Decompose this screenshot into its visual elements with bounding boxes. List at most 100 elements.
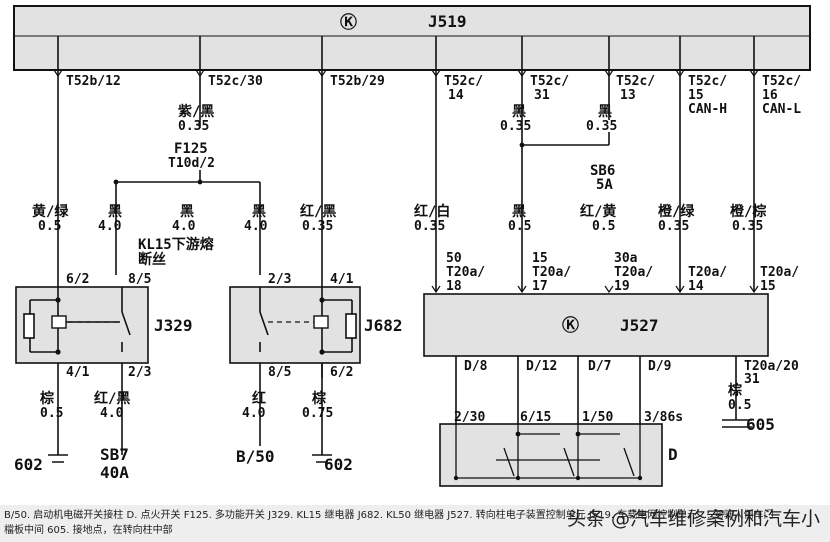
j682-pin-8-5: 8/5	[268, 365, 291, 380]
wire-10-size: 0.35	[732, 219, 763, 234]
bottom-3-color: 红	[252, 390, 266, 407]
j527-pin-a-bot: 18	[446, 279, 462, 294]
j527-pin-b-top: 15	[532, 251, 548, 266]
j527-pin-d-mid: T20a/	[688, 265, 727, 280]
j682-label: J682	[364, 316, 403, 335]
j527-pin-d7: D/7	[588, 359, 611, 374]
can-l-label: CAN-L	[762, 102, 801, 117]
wire-31b-color: 黑	[598, 104, 612, 120]
legend-line-2: 檔板中间 605. 接地点，在转向柱中部	[4, 525, 173, 536]
wire-7-color: 黑	[512, 204, 526, 220]
wire-4-size: 4.0	[244, 219, 268, 234]
bottom-4-color: 棕	[311, 390, 326, 407]
wire-1-color: 黄/绿	[32, 203, 69, 220]
switch-pin-1-50: 1/50	[582, 410, 613, 425]
wire-31b-size: 0.35	[586, 119, 617, 134]
pin-t52c-14-b: 14	[448, 88, 464, 103]
ground-605: 605	[746, 415, 775, 434]
sb6-name: SB6	[590, 163, 615, 179]
j527-pin-b-mid: T20a/	[532, 265, 571, 280]
j519-symbol: Ⓚ	[340, 12, 357, 33]
j682-pin-4-1: 4/1	[330, 272, 354, 287]
ignition-switch-box	[439, 423, 663, 487]
can-h-label: CAN-H	[688, 102, 727, 117]
wire-6-color: 红/白	[414, 203, 450, 220]
kl15-fuse-label-2: 断丝	[138, 251, 166, 268]
kl15-fuse-label-1: KL15下游熔	[138, 236, 215, 253]
j527-pin-c-bot: 19	[614, 279, 630, 294]
j682-pin-6-2: 6/2	[330, 365, 353, 380]
bottom-2-color: 红/黑	[94, 390, 130, 407]
wire-4-color: 黑	[252, 204, 266, 220]
switch-pin-3-86s: 3/86s	[644, 410, 683, 425]
bottom-2-size: 4.0	[100, 406, 124, 421]
f125-pin: T10d/2	[168, 156, 215, 171]
j519-module-box	[13, 5, 811, 71]
wiring-diagram: Ⓚ J519 T52b/12 T52c/30 T52b/29 T52c/ 14 …	[13, 5, 811, 487]
pin-t52c-13-b: 13	[620, 88, 636, 103]
wire-f125-color: 紫/黑	[178, 103, 214, 120]
wire-6-size: 0.35	[414, 219, 445, 234]
j527-pin-e-mid: T20a/	[760, 265, 799, 280]
wire-2-size: 4.0	[98, 219, 122, 234]
ground-602-a: 602	[14, 455, 43, 474]
bottom-1-color: 棕	[39, 390, 54, 407]
j527-pin-d12: D/12	[526, 359, 557, 374]
wire-10-color: 橙/棕	[730, 203, 766, 220]
pin-t52c-16-a: T52c/	[762, 74, 801, 89]
j527-pin-c-mid: T20a/	[614, 265, 653, 280]
pin-t52c-15-a: T52c/	[688, 74, 727, 89]
pin-t52c-31-b: 31	[534, 88, 550, 103]
pin-t52b-29: T52b/29	[330, 74, 385, 89]
wire-31a-color: 黑	[512, 104, 526, 120]
wire-8-size: 0.5	[592, 219, 615, 234]
j527-label: J527	[620, 316, 659, 335]
j527-pin-t20a-20: T20a/20	[744, 359, 799, 374]
bottom-5-color: 棕	[727, 382, 742, 399]
wire-5-color: 红/黑	[300, 203, 336, 220]
wire-1-size: 0.5	[38, 219, 61, 234]
wire-31a-size: 0.35	[500, 119, 531, 134]
wire-2-color: 黑	[108, 204, 122, 220]
j527-pin-c-top: 30a	[614, 251, 638, 266]
wire-3-size: 4.0	[172, 219, 196, 234]
j527-symbol: Ⓚ	[562, 315, 579, 336]
watermark: 头条 @汽车维修案例和汽车小	[566, 508, 820, 530]
j527-pin-t20a-31: 31	[744, 372, 760, 387]
legend-caption: B/50. 启动机电磁开关接柱 D. 点火开关 F125. 多功能开关 J329…	[0, 505, 830, 542]
wire-7-size: 0.5	[508, 219, 531, 234]
switch-pin-6-15: 6/15	[520, 410, 551, 425]
j519-label: J519	[428, 12, 467, 31]
j329-label: J329	[154, 316, 193, 335]
pin-t52b-12: T52b/12	[66, 74, 121, 89]
j527-pin-a-top: 50	[446, 251, 462, 266]
j527-pin-e-bot: 15	[760, 279, 776, 294]
j329-pin-6-2: 6/2	[66, 272, 89, 287]
bottom-3-size: 4.0	[242, 406, 266, 421]
ground-602-b: 602	[324, 455, 353, 474]
bottom-5-size: 0.5	[728, 398, 751, 413]
bottom-1-size: 0.5	[40, 406, 63, 421]
pin-t52c-13-a: T52c/	[616, 74, 655, 89]
wire-f125-size: 0.35	[178, 119, 209, 134]
pin-t52c-15-b: 15	[688, 88, 704, 103]
sb6-rating: 5A	[596, 177, 613, 193]
j329-pin-2-3: 2/3	[128, 365, 151, 380]
b50-terminal: B/50	[236, 447, 275, 466]
pin-t52c-14-a: T52c/	[444, 74, 483, 89]
sb7-name: SB7	[100, 445, 129, 464]
legend-line-1: B/50. 启动机电磁开关接柱 D. 点火开关 F125. 多功能开关 J329…	[4, 510, 774, 521]
wire-9-color: 橙/绿	[658, 203, 695, 220]
j527-pin-d-bot: 14	[688, 279, 704, 294]
pin-t52c-31-a: T52c/	[530, 74, 569, 89]
j527-pin-b-bot: 17	[532, 279, 548, 294]
wire-3-color: 黑	[180, 204, 194, 220]
ignition-switch-label: D	[668, 445, 678, 464]
f125-name: F125	[174, 141, 208, 157]
j527-pin-a-mid: T20a/	[446, 265, 485, 280]
wire-9-size: 0.35	[658, 219, 689, 234]
pin-t52c-16-b: 16	[762, 88, 778, 103]
sb7-rating: 40A	[100, 463, 129, 482]
j527-module-box	[423, 293, 769, 357]
j682-pin-2-3: 2/3	[268, 272, 291, 287]
